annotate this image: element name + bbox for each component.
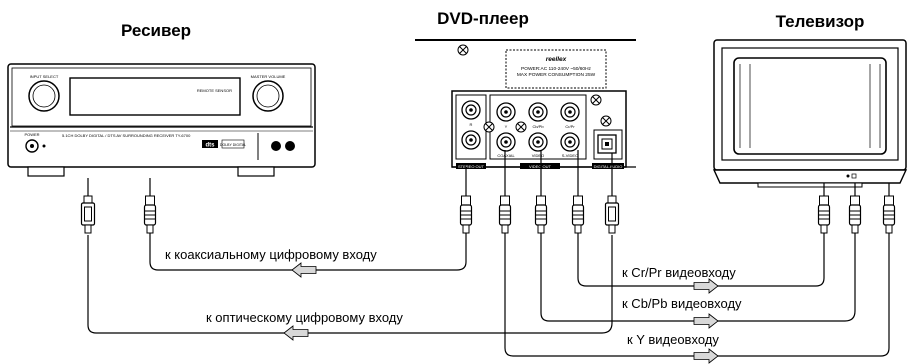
cbpb-connection-label: к Cb/Pb видеовходу	[622, 296, 742, 311]
dvd-coaxial-plug	[459, 195, 473, 234]
tv-power-led	[846, 174, 850, 178]
dts-badge	[202, 140, 218, 148]
receiver-optical-plug	[80, 195, 96, 234]
jack-cr-label: Cr/Pr	[565, 124, 575, 129]
arrow-crpr	[693, 278, 719, 294]
y-connection-label: к Y видеовходу	[627, 332, 719, 347]
svg-text:INPUT SELECT: INPUT SELECT	[30, 74, 59, 79]
arrow-optical	[283, 325, 309, 341]
receiver-coaxial-plug	[143, 195, 157, 234]
digital-audio-label: DIGITAL AUDIO	[594, 164, 623, 169]
video-label: VIDEO	[532, 153, 544, 158]
receiver-title: Ресивер	[121, 21, 191, 40]
tv-y-plug	[882, 195, 896, 234]
connectors	[80, 195, 896, 234]
jack-y-label: Y	[505, 124, 508, 129]
jack-r-label: R	[470, 122, 473, 127]
master-volume-knob: MASTER VOLUME	[251, 74, 286, 112]
rating-label	[505, 49, 607, 89]
video-out-label: VIDEO OUT	[529, 164, 552, 169]
power-spec-line1: POWER:AC 110-240V ~50/60Hz	[521, 66, 592, 72]
receiver-model-text: 5.1CH DOLBY DIGITAL / DTS AV SURROUNDING…	[62, 133, 191, 138]
power-label: POWER	[24, 132, 39, 137]
dvd-player-title: DVD-плеер	[437, 9, 529, 28]
receiver-device: INPUT SELECT MASTER VOLUME REMOTE SENSOR…	[7, 63, 316, 177]
svg-text:MASTER VOLUME: MASTER VOLUME	[251, 74, 286, 79]
mic-jack	[285, 141, 295, 151]
svg-text:DOLBY DIGITAL: DOLBY DIGITAL	[220, 143, 246, 147]
input-select-knob: INPUT SELECT	[28, 74, 60, 112]
arrow-y	[693, 348, 719, 364]
dvd-y-plug	[498, 195, 512, 234]
arrow-cbpb	[693, 313, 719, 329]
dvd-optical-plug	[604, 195, 620, 234]
s-video-label: S-VIDEO	[562, 153, 578, 158]
svg-text:dts: dts	[206, 143, 216, 149]
tv-cb-plug	[848, 195, 862, 234]
coaxial-connection-label: к коаксиальному цифровому входу	[165, 247, 377, 262]
stereo-out-label: STEREO OUT	[458, 164, 485, 169]
tv-device	[712, 39, 908, 188]
arrow-coaxial	[291, 262, 317, 278]
tv-title: Телевизор	[776, 12, 865, 31]
tv-screen	[733, 57, 887, 155]
headphone-jack	[271, 141, 281, 151]
tv-cr-plug	[817, 195, 831, 234]
optical-connection-label: к оптическому цифровому входу	[206, 310, 403, 325]
dvd-cb-plug	[534, 195, 548, 234]
dolby-badge	[221, 139, 245, 149]
dvd-cr-plug	[571, 195, 585, 234]
brand-logo: reellex	[546, 56, 567, 63]
power-spec-line2: MAX POWER CONSUMPTION 25W	[517, 72, 596, 78]
crpr-connection-label: к Cr/Pr видеовходу	[622, 265, 736, 280]
dvd-player-device: reellex POWER:AC 110-240V ~50/60Hz MAX P…	[415, 39, 636, 169]
receiver-display	[69, 77, 241, 116]
coaxial-label: COAXIAL	[497, 153, 515, 158]
jack-cb-label: Cb/Pb	[532, 124, 544, 129]
remote-sensor-tag: REMOTE SENSOR	[197, 88, 232, 93]
